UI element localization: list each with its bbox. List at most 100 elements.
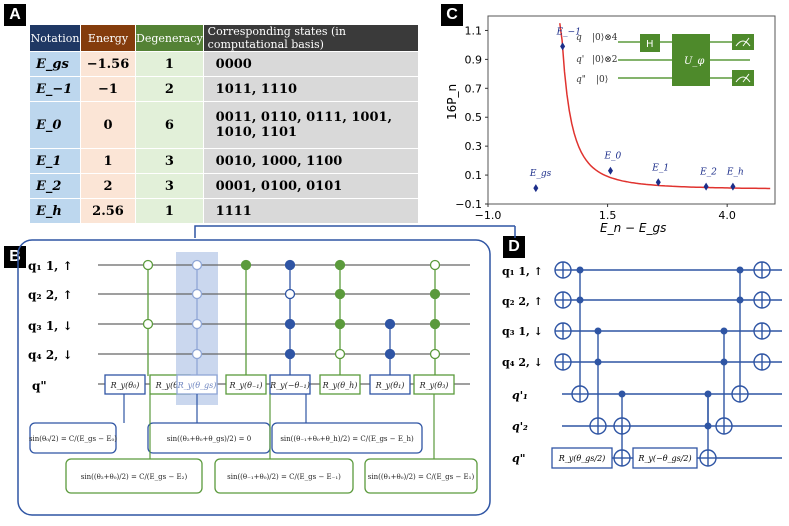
table-cell-energy: 1 <box>80 148 136 174</box>
header-energy: Energy <box>80 24 136 52</box>
ry-gate-label: R_y(θ₀) <box>110 381 140 390</box>
qubit-label-q4: q₄ 2, ↓ <box>28 348 73 362</box>
y-tick-label: 1.1 <box>465 24 483 37</box>
ry-gate-label: R_y(−θ_gs/2) <box>637 454 691 463</box>
x-tick-label: 4.0 <box>718 209 736 222</box>
equation-text: sin((θ₁+θ₀)/2) = C/(E_gs − E₁) <box>368 473 475 481</box>
control-dot <box>576 296 584 304</box>
data-point-label: E_gs <box>529 169 552 179</box>
x-tick-label: 1.5 <box>599 209 617 222</box>
control-dot-filled <box>284 318 296 330</box>
control-dot <box>594 358 602 366</box>
panel-label-a: A <box>4 4 26 26</box>
inset-q2: q" <box>576 75 586 85</box>
table-cell-states: 0000 <box>202 51 419 77</box>
d-qubit-label-q4: q₄ 2, ↓ <box>502 356 543 369</box>
table-cell-notation: E_2 <box>29 173 81 199</box>
qubit-label-q1: q₁ 1, ↑ <box>28 259 73 273</box>
x-axis-label: E_n − E_gs <box>600 221 666 235</box>
control-dot-open <box>429 348 441 360</box>
ry-gate-label: R_y(θ₁) <box>375 381 405 390</box>
ry-gate <box>269 374 311 395</box>
table-cell-states: 0010, 1000, 1100 <box>202 148 419 174</box>
control-dot-open <box>284 288 296 300</box>
control-dot-open <box>191 348 203 360</box>
data-point <box>730 182 736 191</box>
u-phi-label: U_φ <box>684 56 704 67</box>
table-cell-states: 1111 <box>202 198 419 224</box>
d-qubit-label-qp1: q'₁ <box>512 389 528 402</box>
states-line-1: 0011, 0110, 0111, 1001, <box>215 110 393 125</box>
control-dot-open <box>334 348 346 360</box>
table-cell-notation: E_gs <box>29 51 81 77</box>
equation-box <box>65 458 203 494</box>
hadamard-label: H <box>646 39 654 50</box>
control-dot <box>720 358 728 366</box>
control-dot-filled <box>284 259 296 271</box>
ry-gate <box>551 447 613 469</box>
inset-circuit: q q' q" |0⟩⊗4 |0⟩⊗2 |0⟩ H U_φ <box>576 33 754 86</box>
panel-label-d: D <box>503 236 525 258</box>
u-phi-gate <box>672 34 710 86</box>
ry-gate-label: R_y(θ_h) <box>322 381 358 390</box>
control-dot-filled <box>240 259 252 271</box>
table-cell-notation: E_h <box>29 198 81 224</box>
ry-gate <box>319 374 361 395</box>
equation-text: sin((θ₋₁+θ₀)/2) = C/(E_gs − E₋₁) <box>227 473 341 481</box>
equation-text: sin((θ₋₁+θ₀+θ_h)/2) = C/(E_gs − E_h) <box>280 435 414 443</box>
control-dot <box>720 327 728 335</box>
control-dot <box>736 296 744 304</box>
y-axis-label: 16P_n <box>445 84 459 120</box>
hadamard-gate <box>640 34 660 52</box>
d-qubit-label-qp2: q'₂ <box>512 420 528 433</box>
ry-gate <box>369 374 411 395</box>
table-cell-energy: 2.56 <box>80 198 136 224</box>
data-point-label: E_−1 <box>556 27 581 37</box>
inset-state-2: |0⟩⊗2 <box>592 55 618 65</box>
header-notation: Notation <box>29 24 81 52</box>
control-dot-filled <box>334 288 346 300</box>
inset-q1: q' <box>576 55 584 65</box>
states-line-2: 1010, 1101 <box>215 125 298 140</box>
control-dot-filled <box>384 318 396 330</box>
control-dot-open <box>142 259 154 271</box>
data-point-label: E_h <box>726 168 744 178</box>
table-cell-energy: −1.56 <box>80 51 136 77</box>
inset-state-3: |0⟩ <box>596 75 608 85</box>
equation-text: sin((θ₂+θ₀)/2) = C/(E_gs − E₂) <box>81 473 188 481</box>
inset-q: q <box>576 33 582 43</box>
table-cell-degeneracy: 1 <box>135 51 204 77</box>
equation-text: sin((θ₂+θ₀+θ_gs)/2) = 0 <box>167 435 251 443</box>
ry-gate <box>225 374 267 395</box>
ry-gate <box>632 447 698 469</box>
y-tick-label: 0.7 <box>465 82 483 95</box>
data-point <box>533 184 539 193</box>
y-tick-label: 0.5 <box>465 111 483 124</box>
equation-box <box>364 458 478 494</box>
data-point <box>703 182 709 191</box>
qubit-label-q2: q₂ 2, ↑ <box>28 288 73 302</box>
control-dot-filled <box>284 348 296 360</box>
control-dot-open <box>142 318 154 330</box>
table-cell-degeneracy: 1 <box>135 198 204 224</box>
equation-box <box>29 422 117 454</box>
panel-label-b: B <box>4 246 26 268</box>
control-dot-filled <box>334 318 346 330</box>
energy-table: Notation Energy Degeneracy Corresponding… <box>29 24 419 224</box>
table-cell-energy: −1 <box>80 76 136 102</box>
table-cell-notation: E_−1 <box>29 76 81 102</box>
table-cell-degeneracy: 2 <box>135 76 204 102</box>
control-dot <box>736 266 744 274</box>
table-cell-energy: 0 <box>80 101 136 149</box>
data-point <box>655 178 661 187</box>
header-states: Corresponding states (in computational b… <box>202 24 419 52</box>
table-cell-notation: E_0 <box>29 101 81 149</box>
d-qubit-label-qpp: q" <box>512 452 525 465</box>
d-qubit-label-q2: q₂ 2, ↑ <box>502 295 543 308</box>
ry-gate-label: R_y(θ₋₁) <box>228 381 262 390</box>
ry-gate-label: R_y(θ_gs) <box>177 381 217 390</box>
ry-gate-label: R_y(θ_gs/2) <box>558 454 606 463</box>
